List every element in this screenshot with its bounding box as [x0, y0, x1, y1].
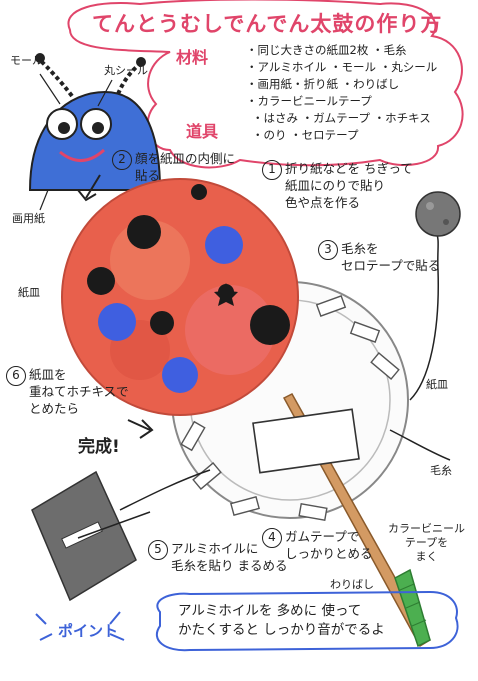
- materials-label: 材料: [176, 48, 209, 67]
- label-paper-plate-right: 紙皿: [426, 378, 448, 391]
- tools-item: ・はさみ ・ガムテープ ・ホチキス: [252, 111, 431, 125]
- foil-ball-icon: [415, 191, 461, 237]
- point-label: ポイント: [58, 622, 119, 640]
- step-text: 折り紙などを ちぎって 紙皿にのりで貼り 色や点を作る: [285, 161, 413, 210]
- step-number: 1: [262, 160, 282, 180]
- step-number: 6: [6, 366, 26, 386]
- tools-item: ・のり ・セロテープ: [252, 128, 359, 142]
- tools-label: 道具: [186, 122, 219, 141]
- label-yarn: 毛糸: [430, 464, 452, 477]
- ladybug-body-plate: [61, 178, 299, 416]
- done-arrow-icon: [127, 419, 154, 439]
- step-6-done: 完成!: [78, 437, 120, 457]
- label-vinyl-tape: カラービニール テープを まく: [388, 522, 465, 563]
- materials-item: ・アルミホイル ・モール ・丸シール: [246, 60, 438, 74]
- gum-tape: [252, 408, 360, 474]
- point-text: アルミホイルを 多めに 使って かたくすると しっかり音がでるよ: [178, 603, 385, 638]
- title-cloud: [67, 0, 464, 169]
- step-number: 5: [148, 540, 168, 560]
- step-number: 3: [318, 240, 338, 260]
- materials-item: ・カラービニールテープ: [246, 94, 372, 108]
- materials-item: ・同じ大きさの紙皿2枚 ・毛糸: [246, 43, 407, 57]
- step-text: アルミホイルに 毛糸を貼り まるめる: [171, 541, 288, 573]
- point-box: [155, 590, 459, 652]
- step-text: ガムテープで しっかりとめる: [285, 529, 373, 561]
- step-text: 毛糸を セロテープで貼る: [341, 241, 441, 273]
- page-title: てんとうむしでんでん太鼓の作り方: [92, 12, 443, 36]
- step-number: 4: [262, 528, 282, 548]
- label-drawing-paper: 画用紙: [12, 212, 45, 225]
- step-text: 顔を紙皿の内側に 貼る: [135, 151, 236, 183]
- arrow-icon: [77, 174, 101, 202]
- materials-list: ・同じ大きさの紙皿2枚 ・毛糸 ・アルミホイル ・モール ・丸シール ・画用紙・…: [246, 42, 437, 110]
- materials-item: ・画用紙・折り紙 ・わりばし: [246, 77, 400, 91]
- yarn-string-right: [409, 231, 440, 401]
- label-sticker: 丸シール: [104, 64, 148, 77]
- label-paper-plate-left: 紙皿: [18, 286, 40, 299]
- label-chopsticks: わりばし: [330, 578, 374, 591]
- step-number: 2: [112, 150, 132, 170]
- yarn-string-bottom: [119, 469, 211, 511]
- foil-sheet-icon: [31, 470, 151, 602]
- step-text: 紙皿を 重ねてホチキスで とめたら: [29, 367, 129, 416]
- tools-list: ・はさみ ・ガムテープ ・ホチキス ・のり ・セロテープ: [252, 110, 431, 144]
- label-mole: モール: [10, 54, 43, 67]
